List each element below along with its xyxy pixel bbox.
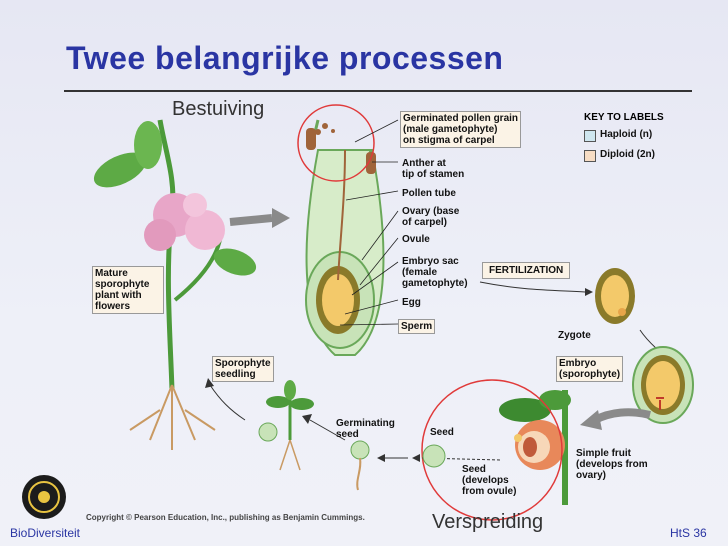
label-sperm: Sperm (398, 319, 436, 334)
label-simple-fruit: Simple fruit (develops from ovary) (576, 448, 648, 481)
germinating-seed-illustration (350, 440, 370, 491)
label-embryo-sac: Embryo sac (female gametophyte) (402, 256, 468, 289)
carpel-cross-section (305, 119, 385, 356)
key-haploid: Haploid (n) (600, 129, 653, 140)
label-pollen-tube: Pollen tube (402, 188, 456, 199)
label-anther: Anther at tip of stamen (402, 158, 465, 180)
label-sporophyte-seedling: Sporophyte seedling (212, 356, 274, 382)
haploid-swatch (584, 130, 596, 142)
label-verspreiding: Verspreiding (432, 511, 544, 533)
slide-number: HtS 36 (670, 526, 707, 540)
label-germinated-pollen: Germinated pollen grain (male gametophyt… (400, 111, 522, 148)
seed-illustration (422, 444, 446, 468)
label-bestuiving: Bestuiving (172, 98, 265, 120)
label-ovary: Ovary (base of carpel) (402, 206, 460, 228)
label-mature-sporophyte: Mature sporophyte plant with flowers (92, 266, 164, 314)
slide-title: Twee belangrijke processen (66, 40, 504, 76)
dispersal-highlight (421, 379, 563, 521)
embryo-illustration (632, 346, 694, 424)
label-ovule: Ovule (402, 234, 430, 245)
key-diploid: Diploid (2n) (600, 149, 655, 160)
label-zygote: Zygote (558, 330, 591, 341)
title-divider (64, 90, 692, 92)
key-title: KEY TO LABELS (584, 112, 664, 123)
label-seed-develops: Seed (develops from ovule) (462, 464, 517, 497)
label-seed: Seed (430, 427, 454, 438)
label-egg: Egg (402, 297, 421, 308)
simple-fruit-illustration (499, 390, 571, 505)
pollination-highlight (297, 104, 375, 182)
zygote-illustration (595, 268, 635, 324)
footer-left: BioDiversiteit (10, 526, 81, 540)
label-fertilization: FERTILIZATION (482, 262, 571, 279)
diploid-swatch (584, 150, 596, 162)
copyright-notice: Copyright © Pearson Education, Inc., pub… (86, 513, 365, 522)
university-seal-logo (22, 475, 66, 519)
sporophyte-seedling-illustration (258, 380, 314, 471)
label-germinating-seed: Germinating seed (336, 418, 395, 440)
label-embryo: Embryo (sporophyte) (556, 356, 624, 382)
